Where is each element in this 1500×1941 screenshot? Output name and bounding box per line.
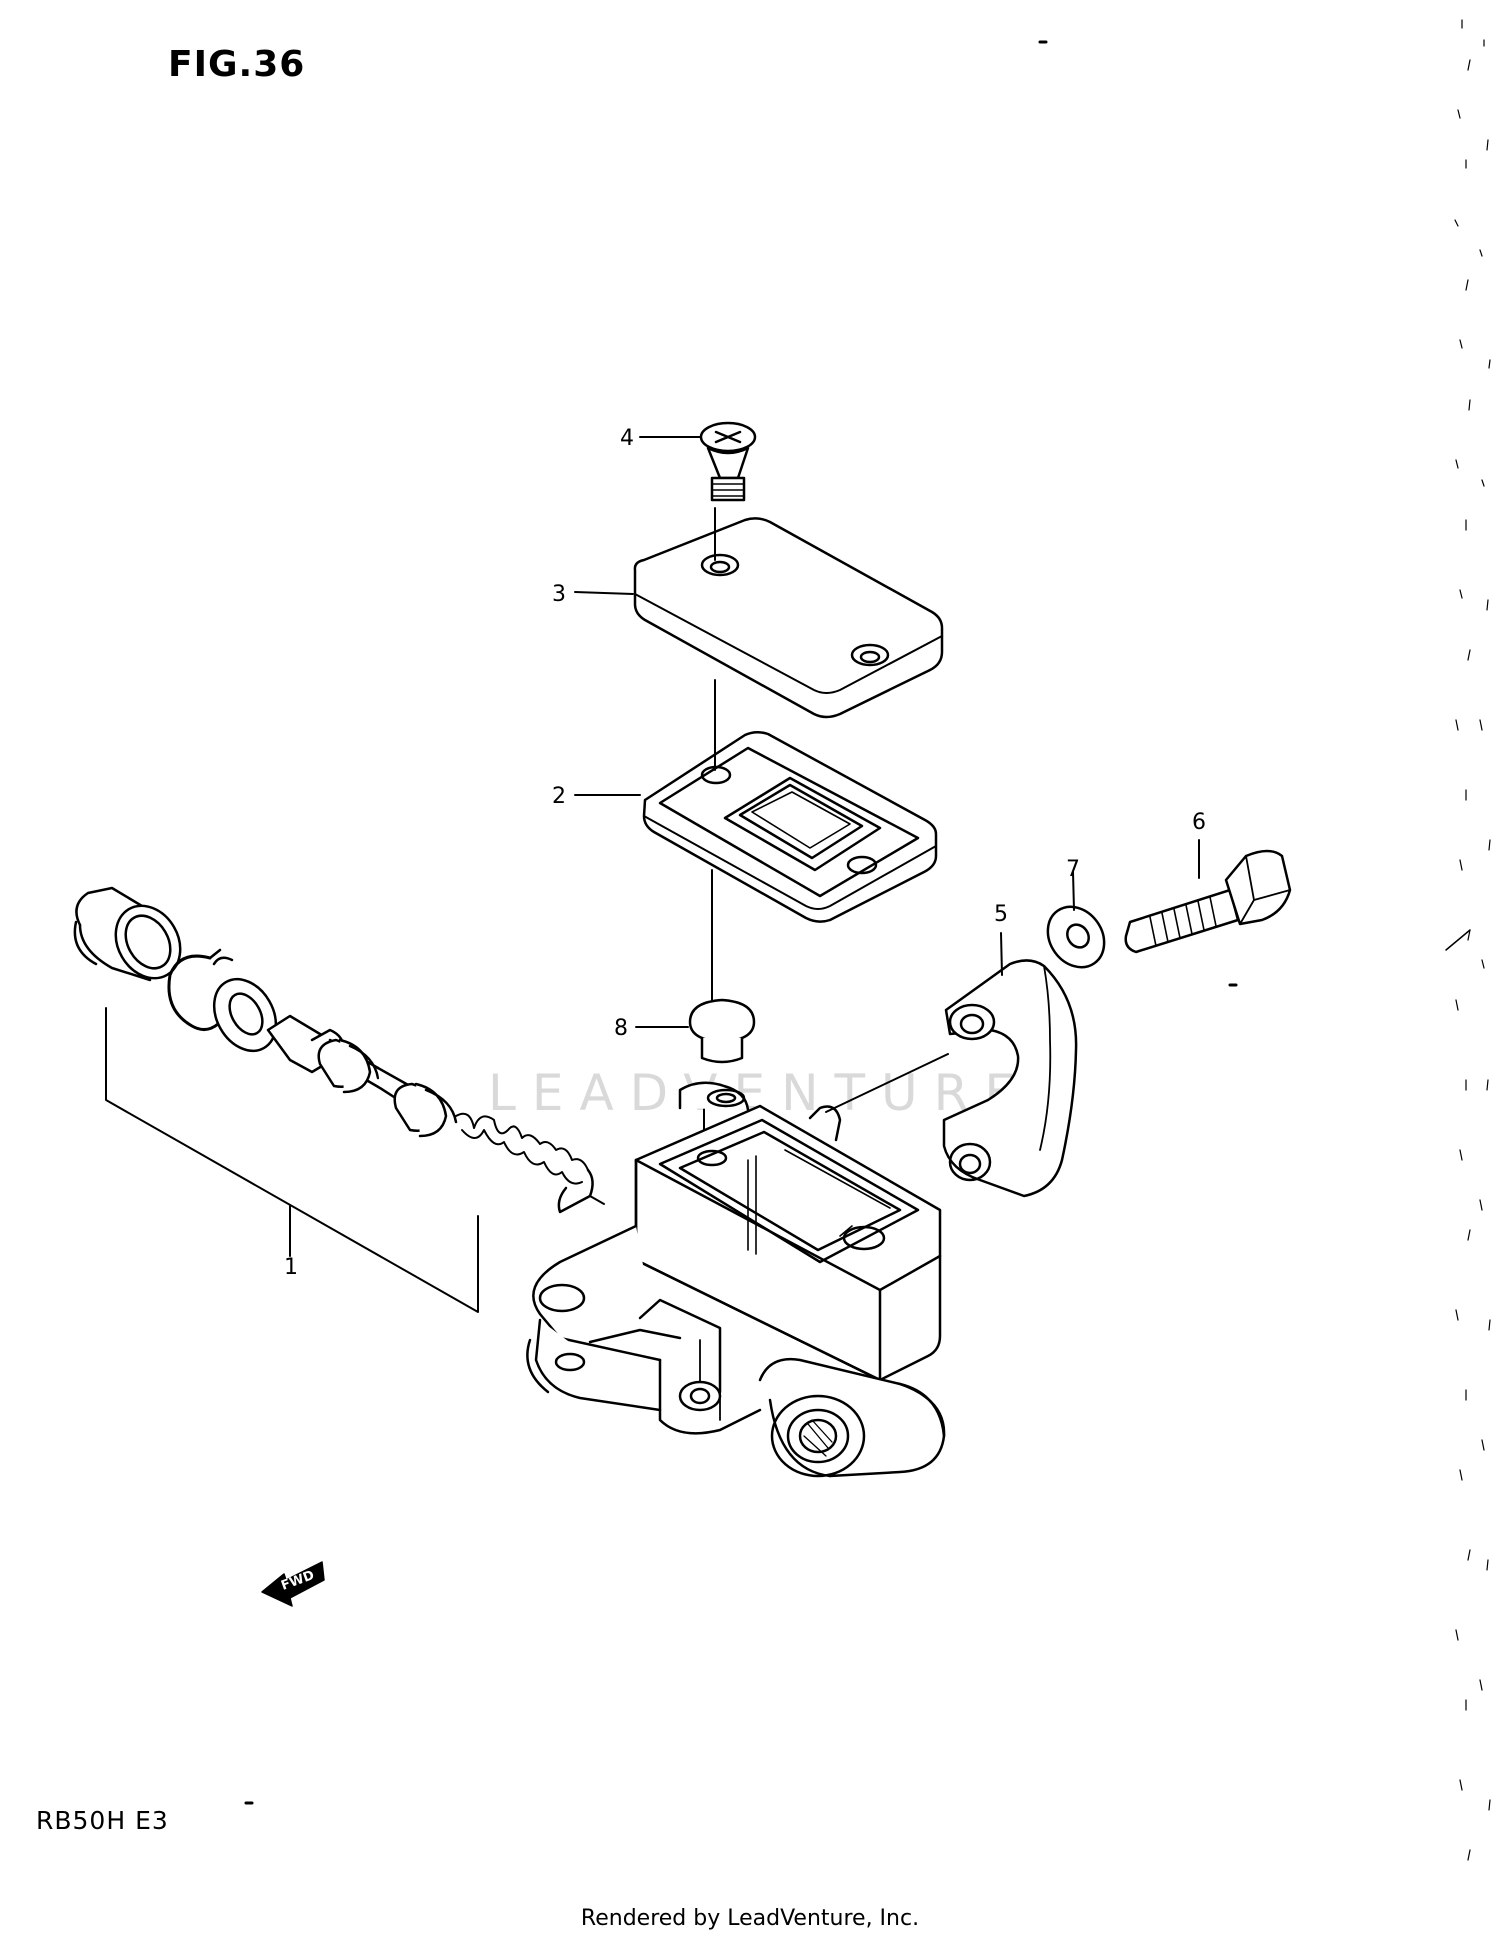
master-cylinder-body bbox=[526, 1081, 946, 1478]
diaphragm-part bbox=[642, 731, 938, 923]
cap-screw-part bbox=[699, 421, 757, 502]
clamp-bolt-part bbox=[1124, 849, 1292, 954]
footer-credit: Rendered by LeadVenture, Inc. bbox=[580, 1906, 920, 1931]
callout-2: 2 bbox=[552, 784, 566, 809]
fwd-arrow-icon: FWD bbox=[261, 1561, 325, 1607]
scan-edge-noise bbox=[1445, 19, 1491, 1861]
callout-5: 5 bbox=[994, 902, 1008, 927]
cap-part bbox=[688, 998, 756, 1064]
callout-3: 3 bbox=[552, 582, 566, 607]
callout-4: 4 bbox=[620, 426, 634, 451]
piston-set-part bbox=[73, 886, 605, 1313]
holder-clamp-part bbox=[942, 959, 1078, 1198]
callout-8: 8 bbox=[614, 1016, 628, 1041]
reservoir-cap-part bbox=[633, 517, 944, 719]
callout-6: 6 bbox=[1192, 810, 1206, 835]
callout-7: 7 bbox=[1066, 857, 1080, 882]
figure-title: FIG.36 bbox=[168, 44, 306, 85]
model-code-label: RB50H E3 bbox=[36, 1806, 169, 1835]
callout-1: 1 bbox=[284, 1255, 298, 1280]
washer-part bbox=[1046, 905, 1106, 969]
